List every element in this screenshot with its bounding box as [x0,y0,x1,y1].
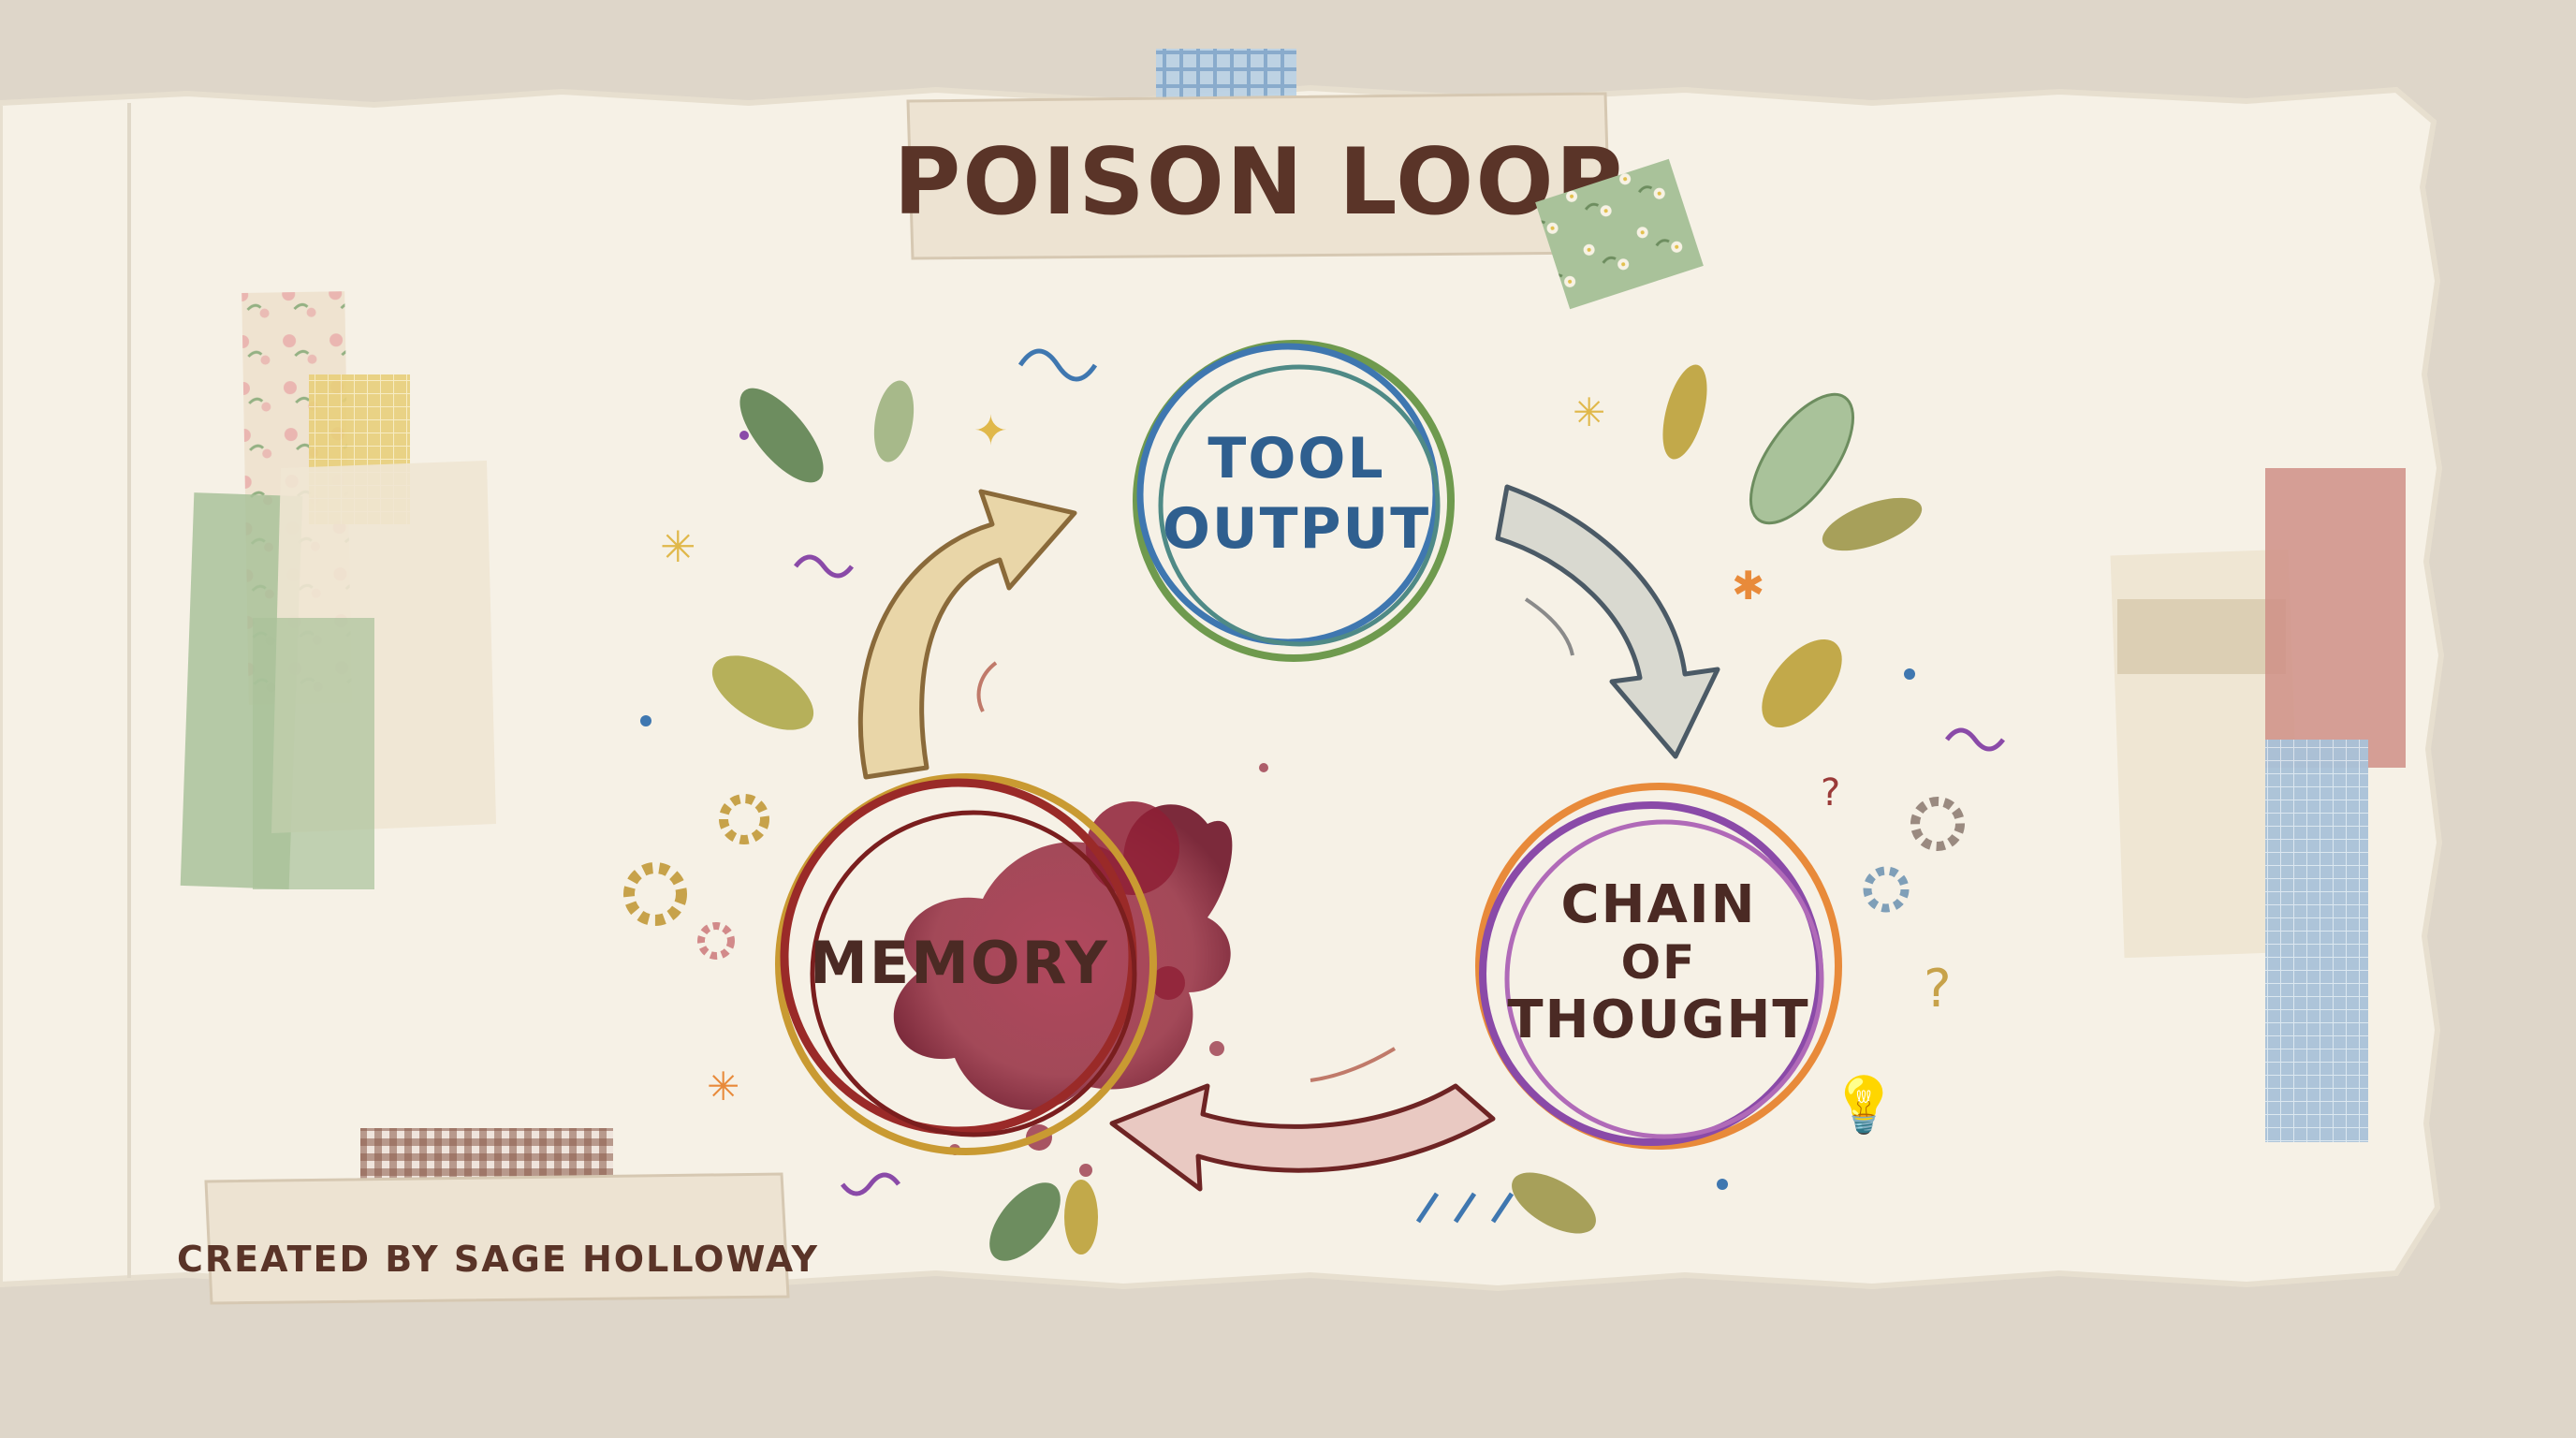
sparkle-icon: ✳ [707,1064,739,1109]
leaf-icon [989,1182,1061,1261]
green-tape-overlay [253,618,374,889]
leaf-icon [1749,392,1855,525]
node-label-line: OUTPUT [1163,496,1430,562]
node-ring [1158,364,1441,647]
node-ring [775,773,1157,1155]
floral-tape-title [1535,158,1704,310]
question-mark-icon: ? [1821,771,1840,814]
stain-drop [1209,1041,1224,1056]
node-label-line: MEMORY [810,929,1109,997]
gear-icon [697,922,735,960]
stain-drop [1079,1164,1092,1177]
node-label-line: TOOL [1208,426,1384,492]
stain-drop [1151,966,1185,1000]
arrow-memory-to-tool-output [857,489,1077,780]
decorative-doodles: ✦ ✳ ✳ ✱ ✳ ? ? 💡 [640,348,2005,1224]
dot-doodle [739,431,749,440]
gear-icon [719,794,769,844]
small-arrow-swoosh [1524,597,1574,656]
credit-label: CREATED BY SAGE HOLLOWAY [177,1128,819,1305]
gear-icon [1910,797,1965,851]
node-label-line: THOUGHT [1507,990,1809,1050]
credit-text: CREATED BY SAGE HOLLOWAY [177,1239,819,1280]
node-chain-of-thought: CHAIN OF THOUGHT [1475,783,1842,1150]
decorative-gears [623,794,1965,960]
star-icon: ✱ [1732,563,1764,609]
small-arrow-swoosh [1310,1047,1397,1082]
leaf-icon [873,380,915,462]
leaf-icon [1662,364,1707,460]
sparkle-icon: ✳ [660,521,696,572]
leaf-icon [711,655,814,730]
leaf-icon [739,388,824,483]
leaf-icon [1512,1172,1596,1234]
red-tape [2265,468,2406,768]
swirl-doodle [1017,348,1098,382]
gear-icon [1863,866,1910,913]
node-ring [1475,783,1842,1150]
tan-tape [2117,599,2286,674]
leaf-icon [1822,497,1923,551]
swirl-doodle [794,554,854,579]
dot-doodle [640,715,651,726]
node-ring [1504,819,1824,1139]
node-label-line: CHAIN [1560,874,1756,935]
node-tool-output: TOOL OUTPUT [1133,340,1455,662]
node-ring [810,810,1137,1137]
sparkle-icon: ✦ [973,407,1008,455]
leaf-icon [1762,638,1842,728]
loop-arrows [857,484,1720,1192]
left-collage [180,291,496,889]
swirl-doodle [841,1172,900,1196]
gear-icon [623,862,687,926]
leaf-icon [1064,1180,1098,1255]
blue-grid-tape [2265,740,2368,1142]
swirl-doodle [1945,727,2005,752]
stain-drop [1259,763,1268,772]
dash-doodle [1415,1192,1515,1224]
arrow-tool-output-to-chain [1495,484,1720,759]
node-label-line: OF [1621,935,1697,990]
small-arrow-swoosh [976,661,998,712]
credit-paper [204,1172,790,1305]
right-collage [2110,468,2406,1142]
sparkle-icon: ✳ [1573,389,1605,435]
arrow-chain-to-memory [1109,1083,1496,1192]
title-label: POISON LOOP [893,49,1704,310]
node-memory: MEMORY [775,773,1157,1155]
lightbulb-icon: 💡 [1830,1073,1897,1137]
dot-doodle [1904,668,1915,680]
dot-doodle [1717,1179,1728,1190]
title-text: POISON LOOP [893,129,1624,236]
question-mark-icon: ? [1924,959,1952,1020]
decorative-leaves [711,364,1923,1261]
